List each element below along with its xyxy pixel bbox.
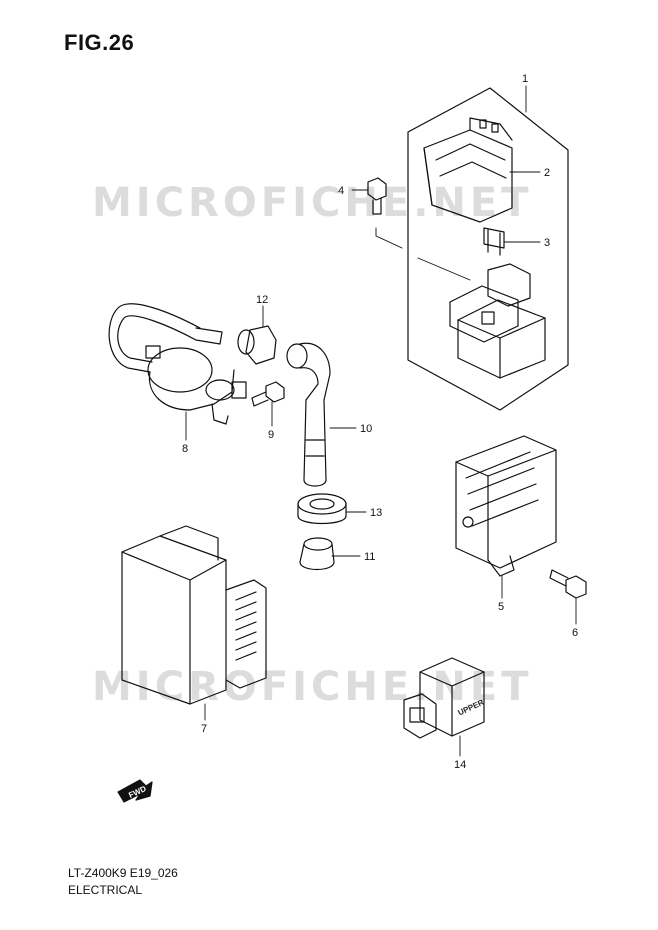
forward-arrow: [117, 779, 153, 803]
part-12-callout: 12: [256, 294, 268, 306]
starter-relay: [449, 263, 546, 379]
footer-section-name: ELECTRICAL: [68, 883, 143, 897]
regulator-rectifier: [455, 435, 557, 577]
relay-screw: [367, 177, 387, 215]
part-3-callout: 3: [544, 237, 550, 249]
part-2-callout: 2: [544, 167, 550, 179]
part-9-callout: 9: [268, 429, 274, 441]
figure-title: FIG.26: [64, 30, 135, 55]
relay-cover: [423, 117, 513, 223]
part-6-callout: 6: [572, 627, 578, 639]
part-10-callout: 10: [360, 423, 372, 435]
part-1-callout: 1: [522, 73, 528, 85]
ignition-coil: [108, 303, 247, 425]
part-5-callout: 5: [498, 601, 504, 613]
part-13-callout: 13: [370, 507, 382, 519]
part-7-callout: 7: [201, 723, 207, 735]
part-14-callout: 14: [454, 759, 466, 771]
watermark-bottom: MICROFICHE.NET: [92, 664, 533, 710]
connector: [403, 657, 485, 739]
footer-diagram-code: LT-Z400K9 E19_026: [68, 866, 178, 880]
part-4-callout: 4: [338, 185, 344, 197]
spark-plug-cap: [286, 342, 331, 487]
relay-alignment-line: [417, 257, 471, 281]
relay-assembly-outline: [407, 87, 569, 411]
part-8-callout: 8: [182, 443, 188, 455]
fuse: [483, 227, 505, 256]
starter-relay-assembly: [407, 87, 569, 411]
watermark-top: MICROFICHE.NET: [92, 180, 533, 226]
grommet: [297, 493, 347, 525]
part-11-callout: 11: [364, 551, 375, 563]
coil-bolt: [251, 381, 285, 407]
screw-leader-line: [375, 227, 403, 249]
ecm-unit: [121, 525, 267, 705]
cap: [299, 537, 335, 571]
plug-cap-seal: [237, 325, 277, 365]
regulator-bolt: [549, 569, 587, 599]
